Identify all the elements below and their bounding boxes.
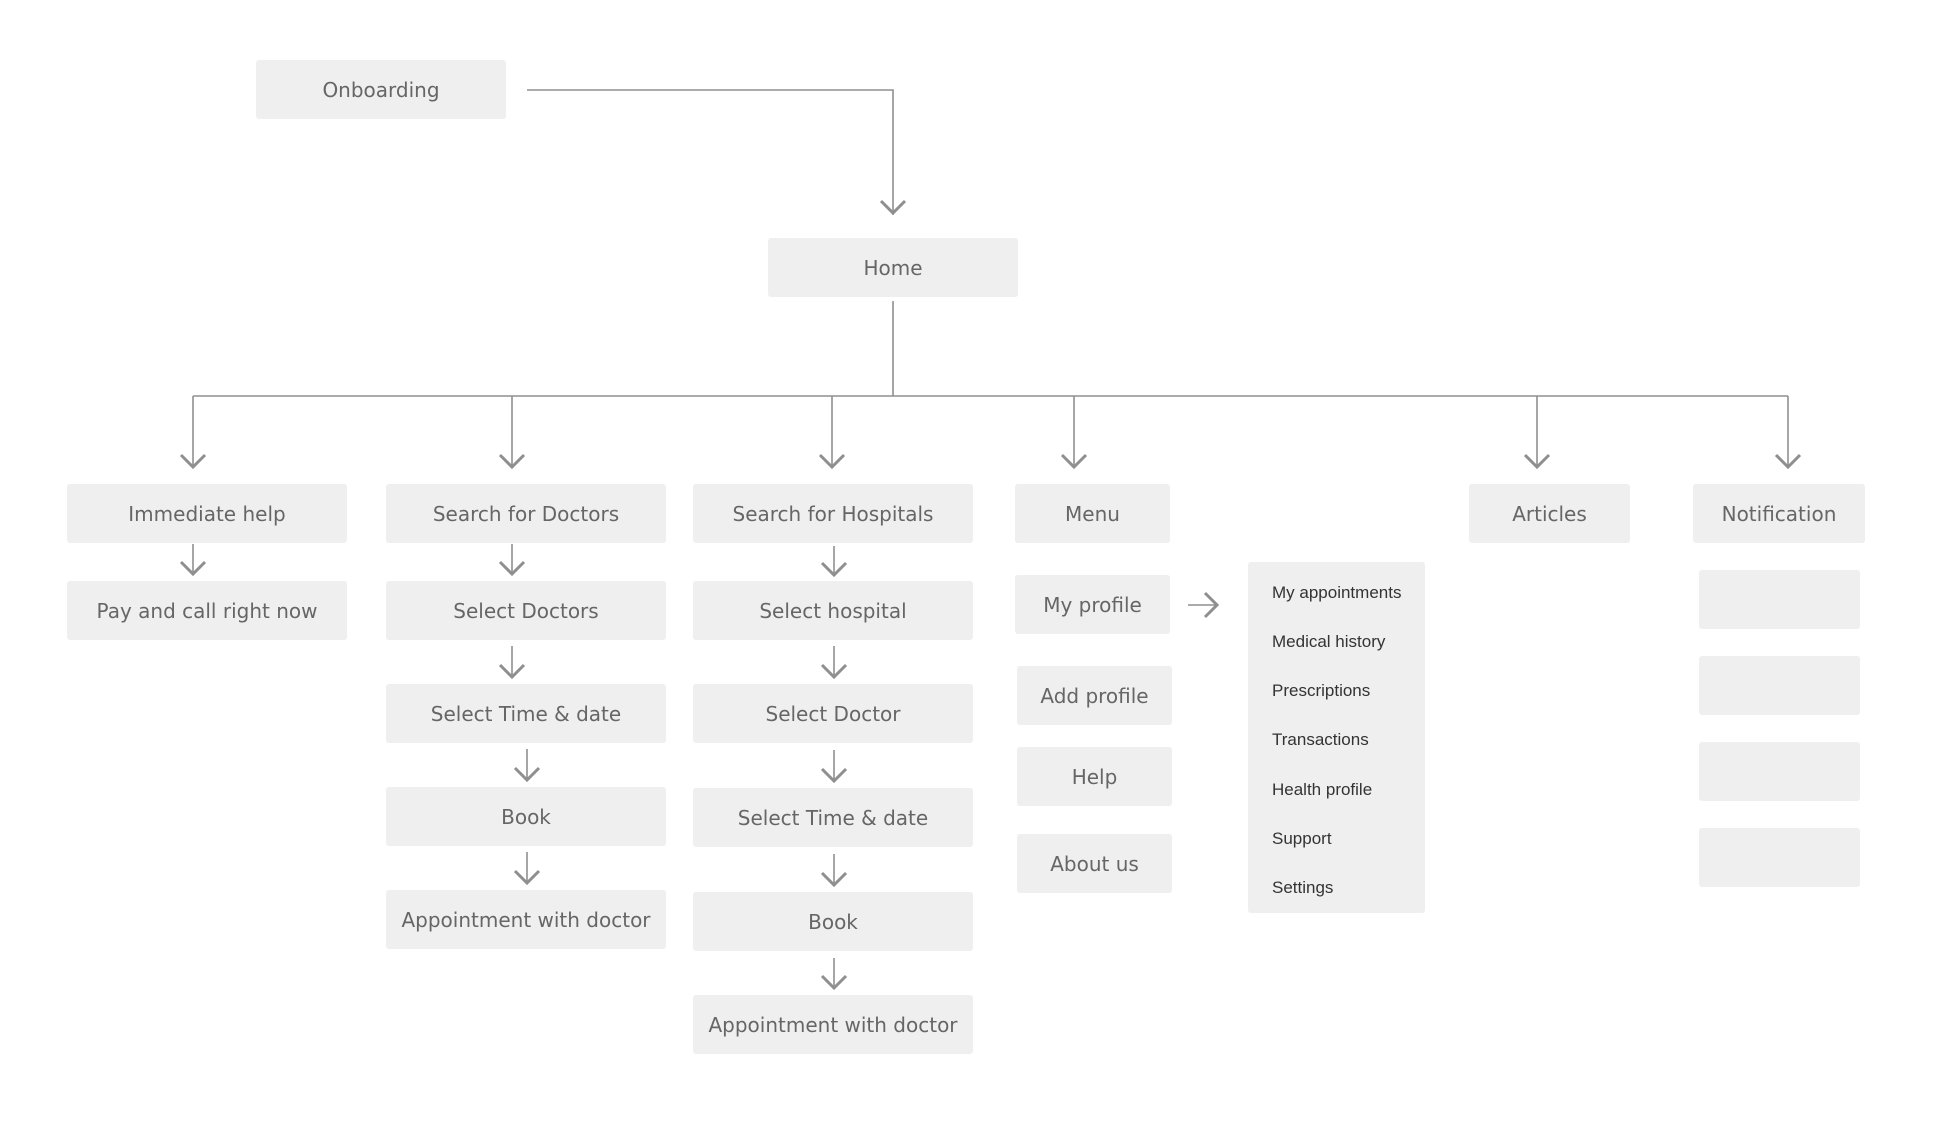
- arrow-down-icon: [513, 869, 541, 886]
- node-doctors-select-time: Select Time & date: [386, 684, 666, 743]
- arrow-down-icon: [820, 663, 848, 680]
- arrow-down-icon: [1060, 453, 1088, 470]
- node-onboarding: Onboarding: [256, 60, 506, 119]
- arrow-down-icon: [820, 767, 848, 784]
- node-immediate-help: Immediate help: [67, 484, 347, 543]
- node-articles: Articles: [1469, 484, 1630, 543]
- node-my-profile: My profile: [1015, 575, 1170, 634]
- arrow-right-icon: [1203, 591, 1220, 619]
- node-notification: Notification: [1693, 484, 1865, 543]
- node-doctors-appointment: Appointment with doctor: [386, 890, 666, 949]
- arrow-down-icon: [1774, 453, 1802, 470]
- node-select-hospital: Select hospital: [693, 581, 973, 640]
- connector-onboarding-home: [527, 89, 894, 215]
- node-home: Home: [768, 238, 1018, 297]
- submenu-item-transactions: Transactions: [1272, 730, 1369, 749]
- arrow-down-icon: [179, 453, 207, 470]
- notification-placeholder: [1699, 656, 1860, 715]
- node-search-doctors: Search for Doctors: [386, 484, 666, 543]
- node-select-doctor: Select Doctor: [693, 684, 973, 743]
- submenu-item-prescriptions: Prescriptions: [1272, 681, 1371, 700]
- notification-placeholder: [1699, 828, 1860, 887]
- submenu-item-support: Support: [1272, 829, 1332, 848]
- node-pay-and-call: Pay and call right now: [67, 581, 347, 640]
- submenu-item-medical-history: Medical history: [1272, 632, 1386, 651]
- node-menu: Menu: [1015, 484, 1170, 543]
- arrow-down-icon: [820, 561, 848, 578]
- arrow-down-icon: [498, 663, 526, 680]
- submenu-item-health-profile: Health profile: [1272, 780, 1373, 799]
- arrow-down-icon: [820, 974, 848, 991]
- submenu-item-my-appointments: My appointments: [1272, 583, 1402, 602]
- profile-submenu-panel: My appointments Medical history Prescrip…: [1248, 562, 1425, 913]
- node-hospitals-select-time: Select Time & date: [693, 788, 973, 847]
- notification-placeholder: [1699, 742, 1860, 801]
- node-about-us: About us: [1017, 834, 1172, 893]
- node-select-doctors: Select Doctors: [386, 581, 666, 640]
- node-help: Help: [1017, 747, 1172, 806]
- arrow-down-icon: [498, 560, 526, 577]
- node-add-profile: Add profile: [1017, 666, 1172, 725]
- notification-placeholder: [1699, 570, 1860, 629]
- arrow-down-icon: [1523, 453, 1551, 470]
- node-doctors-book: Book: [386, 787, 666, 846]
- arrow-down-icon: [879, 199, 907, 216]
- arrow-down-icon: [820, 871, 848, 888]
- node-search-hospitals: Search for Hospitals: [693, 484, 973, 543]
- arrow-down-icon: [513, 766, 541, 783]
- arrow-down-icon: [179, 560, 207, 577]
- arrow-down-icon: [498, 453, 526, 470]
- node-hospitals-appointment: Appointment with doctor: [693, 995, 973, 1054]
- submenu-item-settings: Settings: [1272, 878, 1334, 897]
- node-hospitals-book: Book: [693, 892, 973, 951]
- arrow-down-icon: [818, 453, 846, 470]
